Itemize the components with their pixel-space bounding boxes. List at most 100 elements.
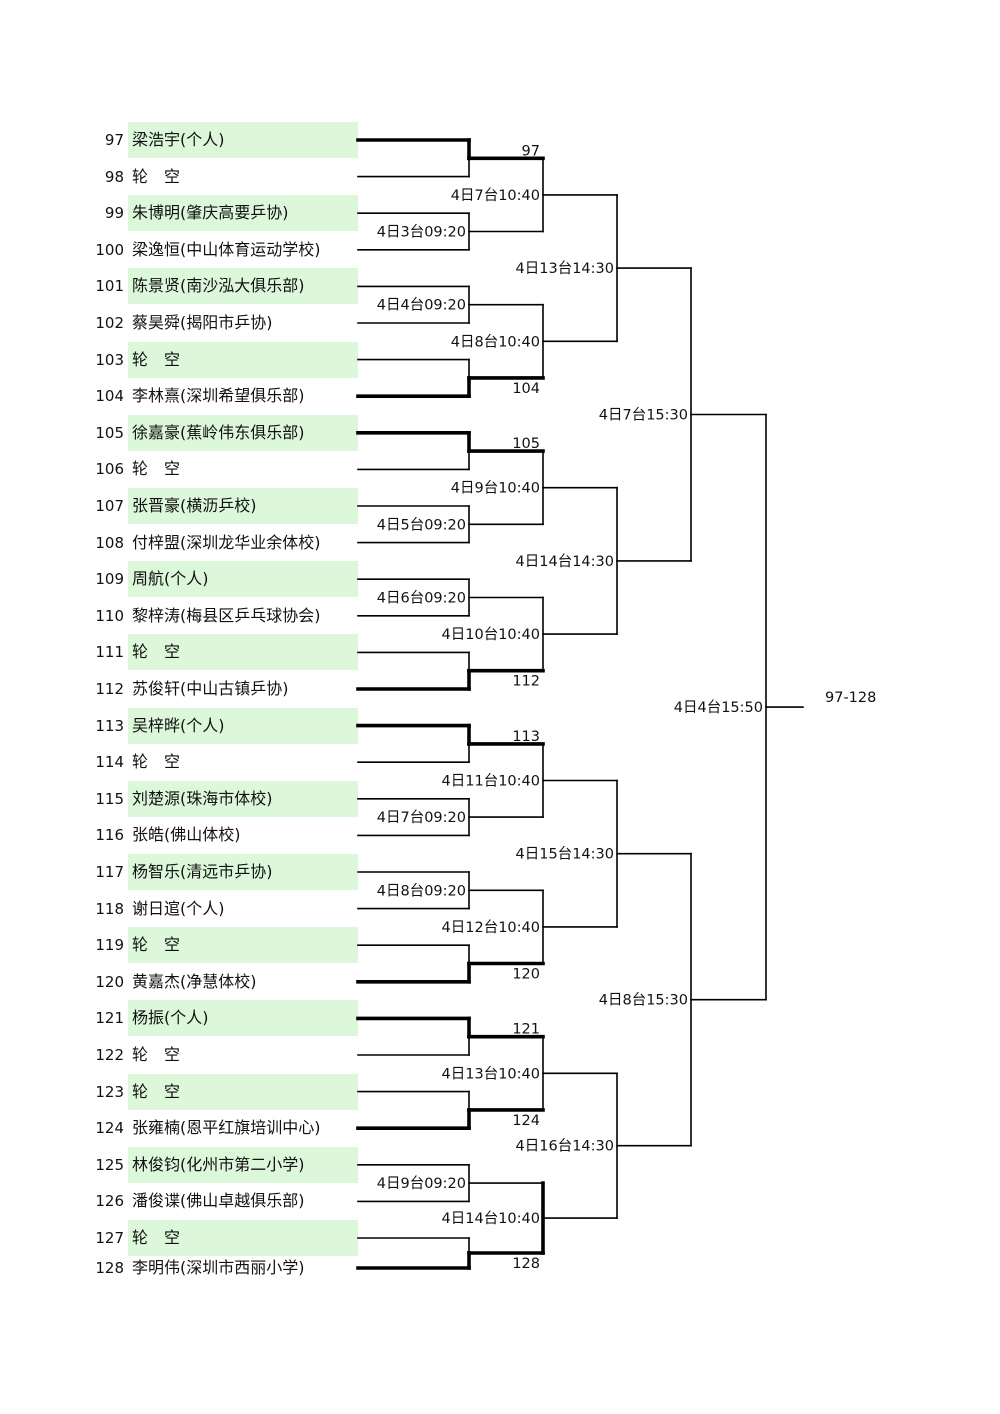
player-highlight <box>128 122 358 158</box>
player-row: 119 轮 空 <box>0 927 360 964</box>
player-name: 蔡昊舜(揭阳市乒协) <box>132 313 273 332</box>
r3-match-time: 4日16台14:30 <box>516 1138 614 1155</box>
player-number: 104 <box>95 387 124 406</box>
player-number: 119 <box>95 936 124 955</box>
player-name: 轮 空 <box>132 349 181 369</box>
player-name: 黎梓涛(梅县区乒乓球协会) <box>132 605 321 625</box>
player-name: 吴梓晔(个人) <box>132 715 225 735</box>
r1-match-time: 4日6台09:20 <box>377 590 466 607</box>
player-number: 118 <box>95 899 124 918</box>
r4-match-time: 4日7台15:30 <box>599 407 688 424</box>
r2-match-time: 4日9台10:40 <box>451 480 540 497</box>
r2-match-time: 4日11台10:40 <box>442 773 540 790</box>
player-number: 100 <box>95 240 124 259</box>
player-number: 128 <box>95 1259 124 1277</box>
r2-match-time: 4日12台10:40 <box>442 919 540 936</box>
r2-match-time: 4日13台10:40 <box>442 1065 540 1082</box>
player-highlight <box>128 1000 358 1037</box>
player-row: 97 梁浩宇(个人) <box>0 122 360 158</box>
player-row: 124 张雍楠(恩平红旗培训中心) <box>0 1110 360 1146</box>
player-highlight <box>128 854 358 890</box>
r1-match-time: 4日7台09:20 <box>377 809 466 826</box>
player-number: 116 <box>95 826 124 845</box>
player-name: 张皓(佛山体校) <box>132 825 241 845</box>
player-number: 123 <box>95 1082 124 1101</box>
player-name: 张晋豪(横沥乒校) <box>132 496 257 515</box>
player-number: 111 <box>95 643 124 662</box>
player-name: 轮 空 <box>132 752 181 772</box>
player-name: 林俊钧(化州市第二小学) <box>132 1154 305 1174</box>
player-number: 112 <box>95 680 124 698</box>
player-name: 陈景贤(南沙泓大俱乐部) <box>132 276 305 296</box>
player-name: 轮 空 <box>132 166 181 186</box>
r1-match-time: 4日5台09:20 <box>377 516 466 533</box>
player-highlight <box>128 634 358 671</box>
player-number: 113 <box>95 716 124 735</box>
player-number: 124 <box>95 1119 124 1138</box>
r1-match-time: 4日8台09:20 <box>377 882 466 899</box>
r3-match-time: 4日13台14:30 <box>516 260 614 277</box>
player-number: 101 <box>95 277 124 296</box>
r1-bye-label: 104 <box>512 381 540 397</box>
player-highlight <box>128 1146 358 1183</box>
r2-match-time: 4日8台10:40 <box>451 333 540 350</box>
player-row: 116 张皓(佛山体校) <box>0 817 360 853</box>
player-name: 黄嘉杰(净慧体校) <box>132 971 257 991</box>
player-highlight <box>128 414 358 451</box>
player-row: 108 付梓盟(深圳龙华业余体校) <box>0 525 360 561</box>
player-name: 李明伟(深圳市西丽小学) <box>132 1258 305 1277</box>
r1-bye-label: 97 <box>522 143 540 159</box>
player-name: 潘俊谍(佛山卓越俱乐部) <box>132 1191 305 1211</box>
player-highlight <box>128 195 358 232</box>
final-match-time: 4日4台15:50 <box>674 699 763 716</box>
player-highlight <box>128 488 358 524</box>
r2-match-time: 4日10台10:40 <box>442 626 540 643</box>
player-highlight <box>128 341 358 378</box>
r1-match-time: 4日4台09:20 <box>377 297 466 314</box>
player-row: 128 李明伟(深圳市西丽小学) <box>0 1250 360 1286</box>
player-number: 117 <box>95 863 124 881</box>
player-row: 107 张晋豪(横沥乒校) <box>0 488 360 524</box>
r1-bye-label: 112 <box>512 674 540 690</box>
player-number: 120 <box>95 972 124 991</box>
r1-bye-label: 121 <box>512 1022 540 1038</box>
player-name: 张雍楠(恩平红旗培训中心) <box>132 1118 321 1138</box>
r1-match-time: 4日3台09:20 <box>377 224 466 241</box>
player-row: 113 吴梓晔(个人) <box>0 707 360 744</box>
player-number: 114 <box>95 753 124 772</box>
player-row: 120 黄嘉杰(净慧体校) <box>0 964 360 1000</box>
player-row: 126 潘俊谍(佛山卓越俱乐部) <box>0 1183 360 1219</box>
player-name: 轮 空 <box>132 459 181 479</box>
player-number: 108 <box>95 533 124 552</box>
player-row: 127 轮 空 <box>0 1220 360 1256</box>
player-number: 102 <box>95 314 124 332</box>
player-number: 127 <box>95 1229 124 1247</box>
player-number: 98 <box>104 167 124 186</box>
player-highlight <box>128 707 358 744</box>
player-name: 梁浩宇(个人) <box>132 130 225 149</box>
player-row: 104 李林熹(深圳希望俱乐部) <box>0 378 360 414</box>
player-name: 杨智乐(清远市乒协) <box>132 862 273 881</box>
r1-bye-label: 120 <box>512 967 540 983</box>
player-row: 102 蔡昊舜(揭阳市乒协) <box>0 305 360 341</box>
player-highlight <box>128 1220 358 1256</box>
player-number: 126 <box>95 1192 124 1211</box>
player-name: 付梓盟(深圳龙华业余体校) <box>132 532 321 552</box>
player-row: 98 轮 空 <box>0 159 360 195</box>
player-highlight <box>128 1073 358 1110</box>
player-number: 97 <box>104 131 124 149</box>
player-name: 轮 空 <box>132 1228 181 1247</box>
player-name: 李林熹(深圳希望俱乐部) <box>132 386 305 406</box>
player-row: 114 轮 空 <box>0 744 360 780</box>
player-name: 轮 空 <box>132 935 181 955</box>
r1-match-time: 4日9台09:20 <box>377 1175 466 1192</box>
r2-match-time: 4日7台10:40 <box>451 187 540 204</box>
player-number: 107 <box>95 497 124 515</box>
